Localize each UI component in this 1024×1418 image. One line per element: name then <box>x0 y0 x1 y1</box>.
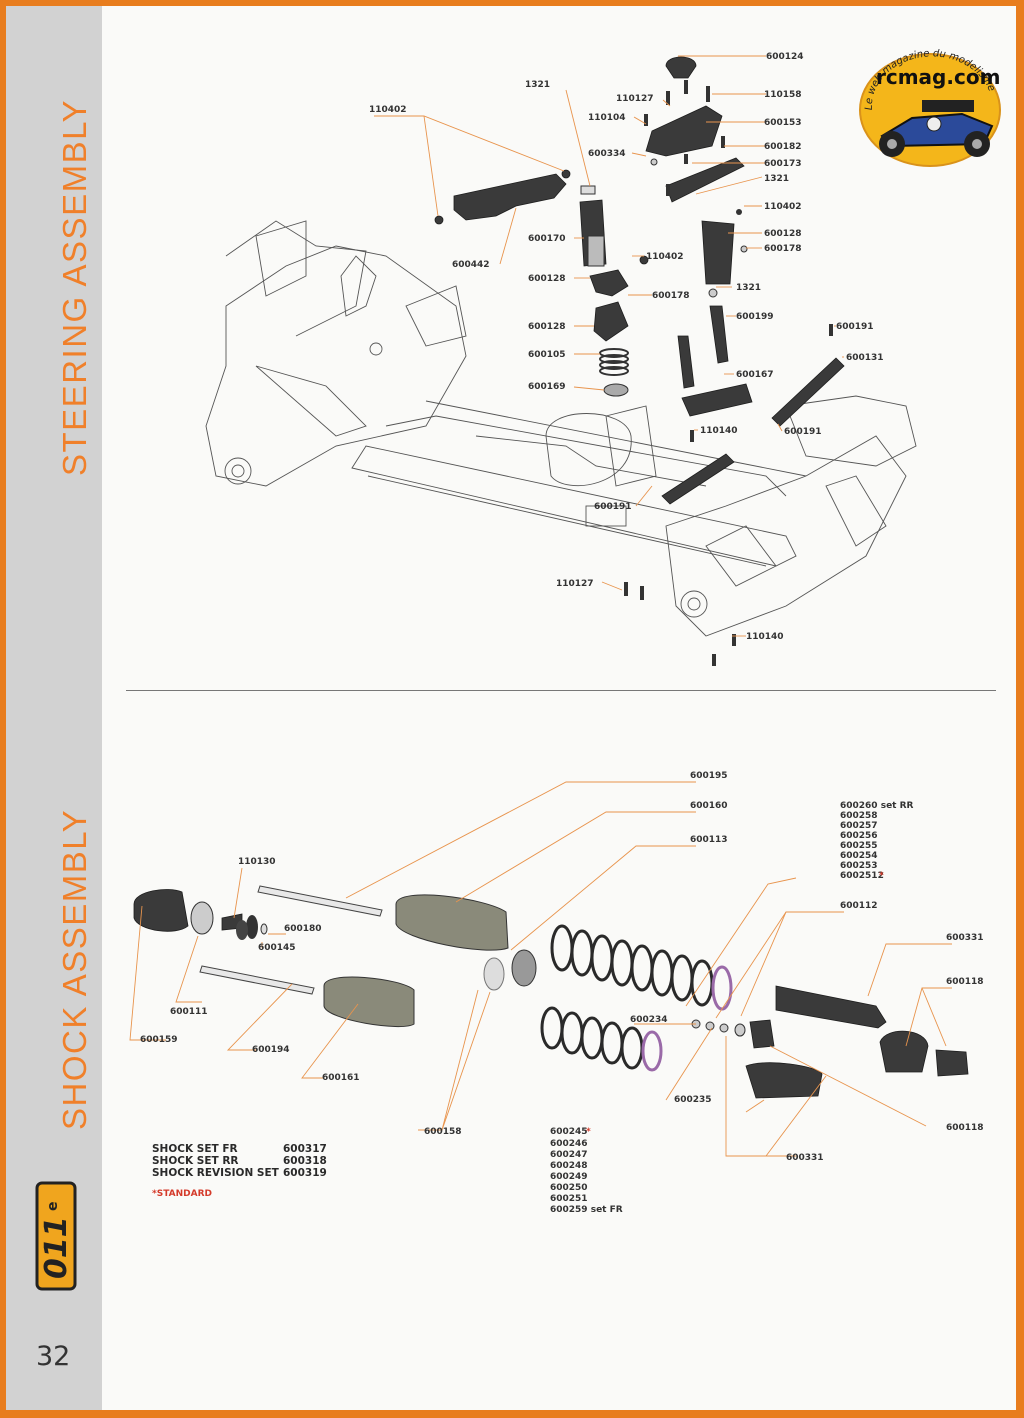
part-label: 110402 <box>369 105 407 115</box>
part-label: 600159 <box>140 1035 178 1045</box>
part-label: 1321 <box>764 174 789 184</box>
spring-rear-part <box>550 924 733 1011</box>
part-label: 600199 <box>736 312 774 322</box>
part-label: 600160 <box>690 801 728 811</box>
part-label: 600442 <box>452 260 490 270</box>
part-label: 1321 <box>525 80 550 90</box>
front-spring-set-list: 600245 * 600246 600247 600248 600249 600… <box>550 1127 623 1215</box>
rear-spring-set-list: 600260 set RR 600258 600257 600256 60025… <box>840 801 914 881</box>
spring-code: 600254 <box>840 851 878 861</box>
steering-parts <box>434 56 845 666</box>
part-label: 600161 <box>322 1073 360 1083</box>
part-label: 600195 <box>690 771 728 781</box>
part-label: 600111 <box>170 1007 208 1017</box>
spring-front-part <box>540 1006 663 1072</box>
spring-code: 600259 set FR <box>550 1205 623 1215</box>
spring-code: 600249 <box>550 1172 588 1182</box>
part-label: 600191 <box>784 427 822 437</box>
steering-diagram: 600124 1321 110127 110158 110402 110104 … <box>205 52 917 666</box>
spring-code: 600260 set RR <box>840 801 914 811</box>
part-label: 110140 <box>746 632 784 642</box>
part-label: 600118 <box>946 1123 984 1133</box>
part-label: 600128 <box>528 274 566 284</box>
part-label: 110127 <box>556 579 594 589</box>
part-label: 600235 <box>674 1095 712 1105</box>
model-logo: 011 e <box>35 1181 77 1291</box>
part-label: 110140 <box>700 426 738 436</box>
svg-text:e: e <box>45 1202 61 1212</box>
part-label: 600128 <box>764 229 802 239</box>
standard-mark: * <box>879 871 884 881</box>
part-label: 600113 <box>690 835 728 845</box>
servo-saver-bar-part <box>453 173 567 221</box>
spring-code: 600253 <box>840 861 878 871</box>
part-label: 600178 <box>764 244 802 254</box>
part-label: 600331 <box>946 933 984 943</box>
svg-text:011: 011 <box>39 1216 74 1279</box>
part-label: 110104 <box>588 113 626 123</box>
rcmag-logo: Le web magazine du modelisme rcmag.com <box>859 48 1001 167</box>
part-label: 600112 <box>840 901 878 911</box>
shock-parts <box>133 885 969 1099</box>
part-label: 600191 <box>594 502 632 512</box>
part-label: 600182 <box>764 142 802 152</box>
part-label: 110402 <box>764 202 802 212</box>
manual-page: STEERING ASSEMBLY SHOCK ASSEMBLY 011 e 3… <box>6 6 1016 1410</box>
part-label: 600105 <box>528 350 566 360</box>
part-label: 600170 <box>528 234 566 244</box>
part-label: 110158 <box>764 90 802 100</box>
part-label: 600118 <box>946 977 984 987</box>
part-label: 600145 <box>258 943 296 953</box>
spring-600105-part <box>599 348 629 376</box>
chassis-outline <box>205 220 917 637</box>
spring-code: 600245 <box>550 1127 588 1137</box>
section-divider <box>126 690 996 691</box>
spring-code: 600255 <box>840 841 878 851</box>
spring-code: 600258 <box>840 811 878 821</box>
part-label: 600331 <box>786 1153 824 1163</box>
shock-part-labels: 600195 600160 600113 110130 600180 60014… <box>140 771 984 1163</box>
rcmag-name: rcmag.com <box>876 65 1000 89</box>
part-label: 600191 <box>836 322 874 332</box>
part-label: 110127 <box>616 94 654 104</box>
part-label: 600158 <box>424 1127 462 1137</box>
spring-code: 600256 <box>840 831 878 841</box>
part-label: 600167 <box>736 370 774 380</box>
page-number: 32 <box>36 1341 71 1372</box>
part-label: 600128 <box>528 322 566 332</box>
spring-code: 600251 <box>550 1194 588 1204</box>
spring-code: 600257 <box>840 821 878 831</box>
part-label: 110402 <box>646 252 684 262</box>
part-label: 600178 <box>652 291 690 301</box>
part-label: 600194 <box>252 1045 290 1055</box>
spring-code: 6002512 <box>840 871 884 881</box>
standard-note: *STANDARD <box>152 1189 212 1199</box>
steering-leaders <box>374 55 844 637</box>
part-label: 600173 <box>764 159 802 169</box>
standard-mark: * <box>586 1127 591 1137</box>
buggy-icon <box>879 100 994 157</box>
sidebar: STEERING ASSEMBLY SHOCK ASSEMBLY 011 e 3… <box>6 6 102 1410</box>
part-label: 600334 <box>588 149 626 159</box>
spring-code: 600247 <box>550 1150 588 1160</box>
part-label: 600131 <box>846 353 884 363</box>
part-label: 600234 <box>630 1015 668 1025</box>
part-label: 600169 <box>528 382 566 392</box>
spring-code: 600246 <box>550 1139 588 1149</box>
part-label: 600180 <box>284 924 322 934</box>
steering-part-labels: 600124 1321 110127 110158 110402 110104 … <box>369 52 884 642</box>
part-label: 600153 <box>764 118 802 128</box>
spring-code: 600248 <box>550 1161 588 1171</box>
part-label: 110130 <box>238 857 276 867</box>
part-label: 600124 <box>766 52 804 62</box>
spring-code: 600250 <box>550 1183 588 1193</box>
part-label: 1321 <box>736 283 761 293</box>
shock-leaders <box>129 781 952 1157</box>
